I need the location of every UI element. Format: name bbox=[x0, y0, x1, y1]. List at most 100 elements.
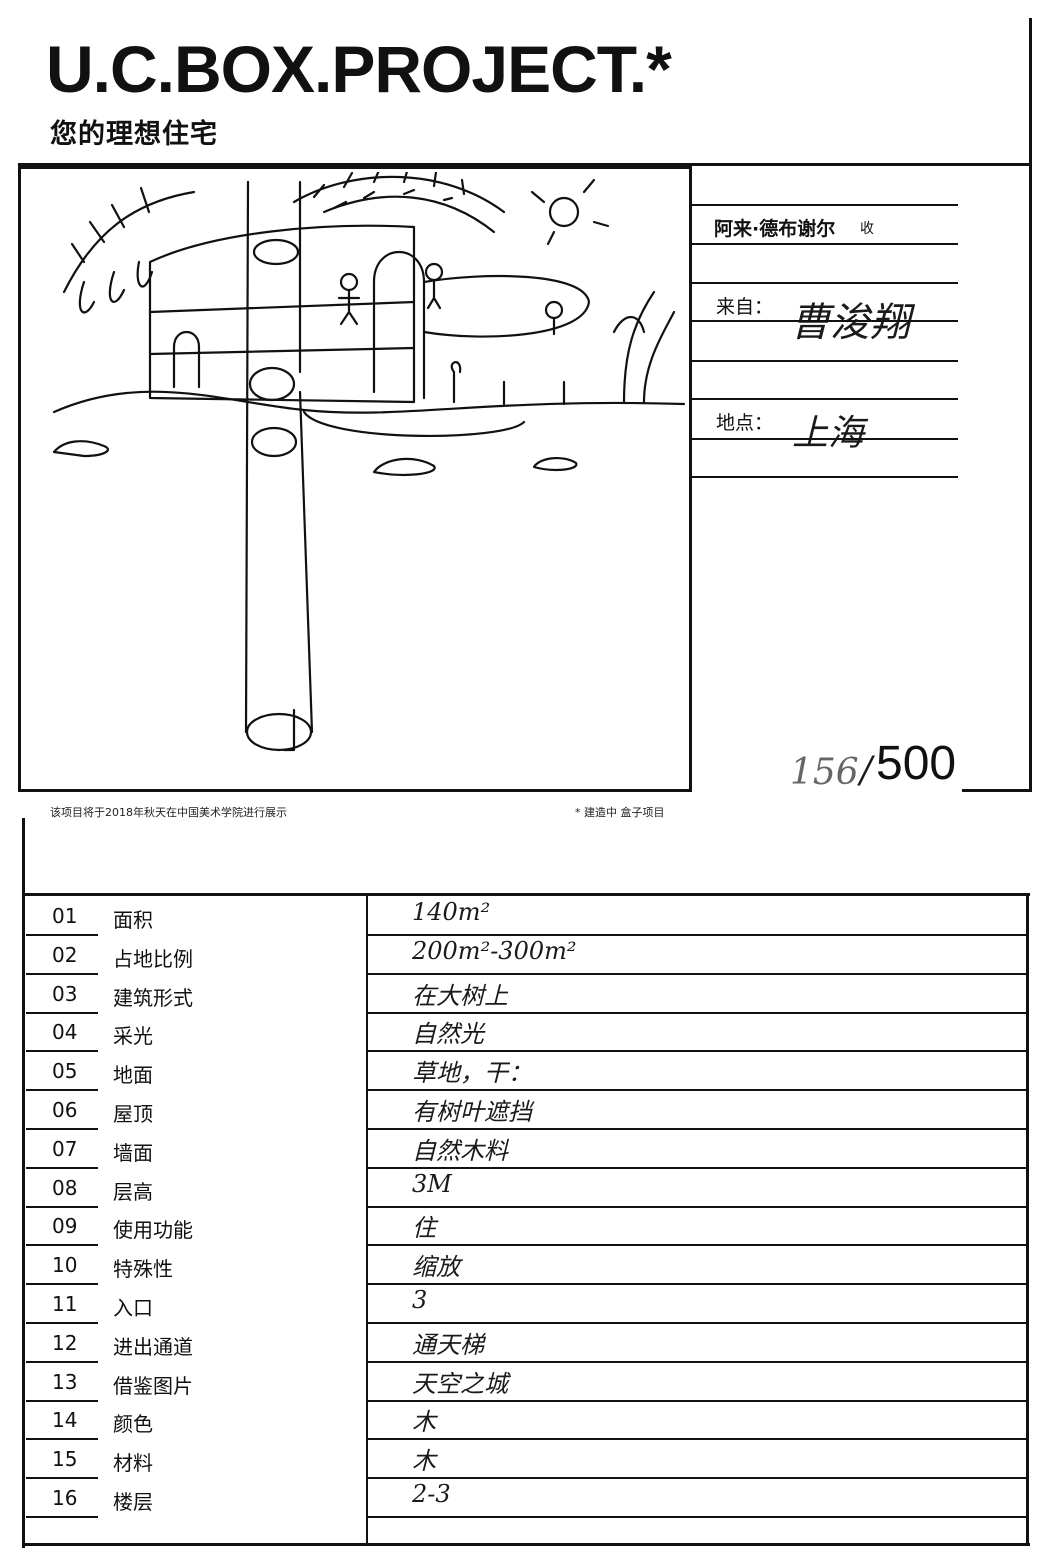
info-line bbox=[692, 438, 958, 440]
table-top-border bbox=[22, 893, 1030, 896]
info-line bbox=[692, 243, 958, 245]
row-divider bbox=[366, 1477, 1026, 1480]
recipient-name: 阿来·德布谢尔 bbox=[714, 218, 836, 240]
row-number: 16 bbox=[52, 1486, 78, 1510]
row-divider bbox=[366, 972, 1026, 975]
value-column-border bbox=[366, 896, 368, 1544]
row-divider bbox=[366, 1166, 1026, 1169]
row-divider bbox=[26, 972, 98, 975]
row-divider bbox=[26, 1205, 98, 1208]
recipient-suffix: 收 bbox=[860, 221, 874, 237]
row-divider bbox=[366, 1399, 1026, 1402]
row-value: 天空之城 bbox=[412, 1369, 508, 1398]
row-divider bbox=[366, 1089, 1026, 1092]
row-number: 04 bbox=[52, 1020, 78, 1045]
row-divider bbox=[366, 1360, 1026, 1363]
row-divider bbox=[26, 1516, 98, 1518]
row-label: 占地比例 bbox=[113, 946, 193, 971]
row-number: 05 bbox=[52, 1059, 78, 1084]
row-value: 3 bbox=[412, 1286, 428, 1314]
row-divider bbox=[26, 1089, 98, 1092]
row-divider bbox=[26, 1399, 98, 1402]
row-number: 06 bbox=[52, 1098, 78, 1122]
row-label: 建筑形式 bbox=[113, 985, 193, 1010]
row-divider bbox=[366, 1244, 1026, 1247]
row-label: 进出通道 bbox=[113, 1334, 193, 1359]
row-number: 10 bbox=[52, 1253, 78, 1278]
row-divider bbox=[366, 934, 1026, 936]
row-label: 采光 bbox=[113, 1024, 153, 1049]
from-label: 来自： bbox=[716, 296, 774, 318]
row-label: 屋顶 bbox=[113, 1102, 153, 1126]
info-line bbox=[692, 476, 958, 478]
row-divider bbox=[366, 1050, 1026, 1053]
header-frame bbox=[18, 18, 1032, 166]
row-divider bbox=[26, 1050, 98, 1053]
row-value: 在大树上 bbox=[412, 981, 508, 1010]
row-label: 特殊性 bbox=[113, 1257, 173, 1282]
info-line bbox=[692, 282, 958, 284]
row-value: 木 bbox=[412, 1447, 436, 1476]
row-divider bbox=[366, 1128, 1026, 1130]
row-divider bbox=[26, 1011, 98, 1014]
row-value: 200m²-300m² bbox=[412, 936, 577, 965]
row-divider bbox=[366, 1283, 1026, 1286]
table-right-border bbox=[1026, 893, 1029, 1545]
row-value: 住 bbox=[412, 1214, 436, 1243]
row-label: 墙面 bbox=[113, 1140, 153, 1165]
row-label: 面积 bbox=[113, 908, 153, 932]
info-bottom-border bbox=[962, 789, 1032, 792]
footer-left-note: 该项目将于2018年秋天在中国美术学院进行展示 bbox=[50, 806, 287, 819]
info-line bbox=[692, 204, 958, 206]
row-value: 140m² bbox=[412, 898, 491, 926]
drawing-frame bbox=[18, 166, 692, 792]
row-divider bbox=[366, 1438, 1026, 1441]
counter-handwritten: 156 bbox=[790, 752, 859, 793]
from-value: 曹浚翔 bbox=[790, 300, 910, 346]
row-number: 14 bbox=[52, 1408, 78, 1433]
row-number: 09 bbox=[52, 1214, 78, 1239]
row-divider bbox=[26, 934, 98, 936]
row-label: 使用功能 bbox=[113, 1218, 193, 1243]
row-label: 颜色 bbox=[113, 1412, 153, 1437]
row-value: 草地，干： bbox=[412, 1059, 532, 1088]
counter-separator: / bbox=[860, 750, 873, 791]
row-label: 借鉴图片 bbox=[113, 1373, 193, 1398]
row-value: 木 bbox=[412, 1408, 436, 1437]
row-divider bbox=[366, 1516, 1026, 1518]
row-number: 08 bbox=[52, 1175, 78, 1200]
row-value: 2-3 bbox=[412, 1480, 451, 1508]
page-title: U.C.BOX.PROJECT.* bbox=[46, 32, 672, 106]
row-value: 有树叶遮挡 bbox=[412, 1098, 532, 1126]
house-drawing bbox=[52, 172, 686, 752]
row-divider bbox=[26, 1283, 98, 1286]
row-number: 13 bbox=[52, 1369, 78, 1394]
row-divider bbox=[26, 1244, 98, 1247]
location-value: 上海 bbox=[792, 413, 865, 454]
row-label: 材料 bbox=[113, 1451, 153, 1476]
row-label: 层高 bbox=[113, 1179, 153, 1204]
row-value: 缩放 bbox=[412, 1253, 460, 1282]
table-left-border bbox=[22, 818, 25, 1548]
info-line bbox=[692, 398, 958, 400]
row-divider bbox=[366, 1205, 1026, 1208]
row-divider bbox=[26, 1438, 98, 1441]
row-divider bbox=[26, 1128, 98, 1130]
row-number: 03 bbox=[52, 981, 78, 1006]
row-value: 3M bbox=[412, 1169, 452, 1198]
row-divider bbox=[26, 1477, 98, 1480]
row-number: 11 bbox=[52, 1292, 78, 1316]
row-number: 15 bbox=[52, 1447, 78, 1472]
row-number: 01 bbox=[52, 904, 78, 928]
info-line bbox=[692, 320, 958, 322]
info-right-border bbox=[1029, 166, 1032, 792]
row-divider bbox=[26, 1360, 98, 1363]
row-label: 地面 bbox=[113, 1063, 153, 1088]
counter-total: 500 bbox=[876, 737, 957, 790]
row-number: 02 bbox=[52, 942, 78, 967]
row-value: 自然光 bbox=[412, 1020, 484, 1049]
row-number: 12 bbox=[52, 1330, 78, 1355]
row-value: 自然木料 bbox=[412, 1136, 508, 1165]
footer-right-note: * 建造中 盒子项目 bbox=[575, 806, 665, 819]
page-subtitle: 您的理想住宅 bbox=[50, 119, 218, 150]
